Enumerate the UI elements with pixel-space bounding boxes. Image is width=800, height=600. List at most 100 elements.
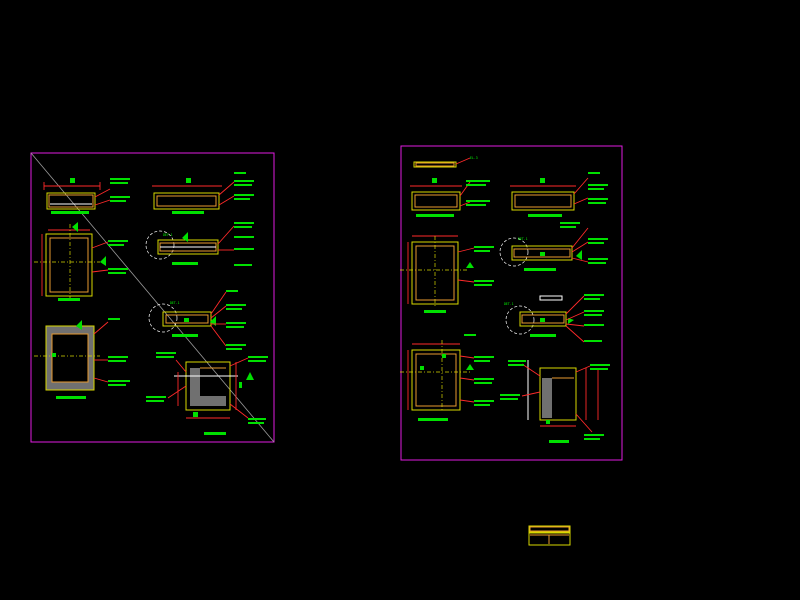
cabinet-top-inner (529, 526, 570, 532)
top-plan-view[interactable]: EL.3 (413, 156, 478, 168)
dim-text-block (239, 382, 242, 388)
marker-block (184, 318, 189, 322)
plan-outline (413, 161, 457, 168)
leader-line (93, 321, 109, 335)
section-outline (539, 367, 577, 421)
annotation-text (110, 200, 126, 202)
leader-line (175, 359, 187, 373)
section-fill (190, 368, 200, 406)
section-marker-icon (72, 222, 78, 232)
section-detail-2[interactable] (500, 360, 610, 443)
annotation-text (110, 178, 130, 180)
annotation-text (584, 298, 600, 300)
view-title-tag (418, 418, 448, 421)
annotation-text (108, 244, 124, 246)
cabinet-outline (46, 192, 96, 210)
detail-circle (148, 303, 178, 333)
panel-view-1[interactable] (34, 222, 128, 301)
section-marker-icon (246, 372, 254, 380)
annotation-text (156, 356, 174, 358)
annotation-text (226, 348, 242, 350)
detail-circle (505, 305, 535, 335)
leader-line (457, 279, 475, 283)
annotation-text (588, 202, 606, 204)
panel-view-2[interactable] (34, 318, 130, 399)
annotation-text (588, 238, 608, 240)
leader-line (94, 188, 111, 198)
marker-block (540, 318, 545, 322)
marker-block (540, 252, 545, 256)
sheet-left[interactable]: DET.1 (30, 152, 275, 443)
annotation-text (146, 400, 164, 402)
annotation-text (474, 360, 490, 362)
panel-view-3[interactable] (400, 235, 494, 313)
view-title-tag (416, 214, 454, 217)
marker-block (52, 353, 56, 357)
annotation-text (234, 264, 252, 266)
detail-view-2[interactable]: DET.1 (148, 290, 246, 350)
detail-circle (499, 237, 529, 267)
elevation-view-2[interactable] (152, 172, 254, 214)
panel-outline (411, 349, 461, 411)
leader-line (218, 181, 235, 196)
panel-view-4[interactable] (400, 334, 494, 421)
cabinet-outline (511, 191, 575, 211)
sheet-right[interactable]: EL.3 (400, 145, 623, 461)
annotation-text (588, 198, 608, 200)
annotation-text (234, 194, 254, 196)
detail-view-3[interactable]: DET.1 (499, 222, 608, 271)
dim-text-block (193, 412, 198, 417)
panel-inner (51, 333, 89, 383)
annotation-text (588, 184, 608, 186)
section-detail-1[interactable] (146, 352, 268, 435)
annotation-text (110, 182, 128, 184)
annotation-text (234, 184, 252, 186)
annotation-text (590, 368, 608, 370)
section-top-piece (539, 295, 563, 301)
annotation-text (466, 200, 490, 202)
annotation-text (584, 310, 604, 312)
detail-circle (145, 230, 175, 260)
leader-line (573, 177, 589, 195)
panel-inner (415, 353, 457, 407)
view-title-tag (549, 440, 569, 443)
leader-line (93, 377, 109, 383)
cabinet-inner (156, 195, 217, 207)
standalone-cabinet-block[interactable] (528, 525, 571, 546)
leader-line (565, 325, 585, 343)
leader-line (210, 305, 227, 319)
elevation-view-3[interactable] (410, 178, 490, 217)
elevation-view-1[interactable] (43, 178, 130, 214)
cabinet-inner (48, 194, 94, 208)
plan-inner (415, 162, 455, 167)
annotation-text (226, 322, 246, 324)
leader-line (459, 355, 475, 359)
annotation-text (234, 226, 252, 228)
annotation-text (234, 222, 254, 224)
annotation-text (584, 294, 604, 296)
detail-label: DET.1 (504, 302, 514, 306)
annotation-text (108, 318, 120, 320)
detail-view-4[interactable]: DET.1 (504, 294, 604, 343)
leader-line (217, 225, 235, 245)
annotation-text (108, 384, 126, 386)
sheet-left-border (30, 152, 275, 443)
annotation-text (108, 268, 128, 270)
dim-text-block (540, 178, 545, 183)
marker-block (420, 366, 424, 370)
section-marker-icon (76, 320, 82, 330)
section-marker-icon (466, 364, 474, 370)
section-marker-icon (576, 250, 582, 260)
leader-line (91, 269, 109, 273)
leader-line (459, 201, 471, 207)
annotation-text (466, 204, 486, 206)
annotation-text (508, 364, 524, 366)
annotation-text (466, 184, 486, 186)
detail-view-1[interactable]: DET.1 (145, 222, 254, 266)
section-outline (519, 311, 567, 327)
annotation-text (474, 382, 492, 384)
section-inner (513, 248, 571, 258)
elevation-view-4[interactable] (510, 172, 608, 217)
leader-line (91, 241, 109, 249)
